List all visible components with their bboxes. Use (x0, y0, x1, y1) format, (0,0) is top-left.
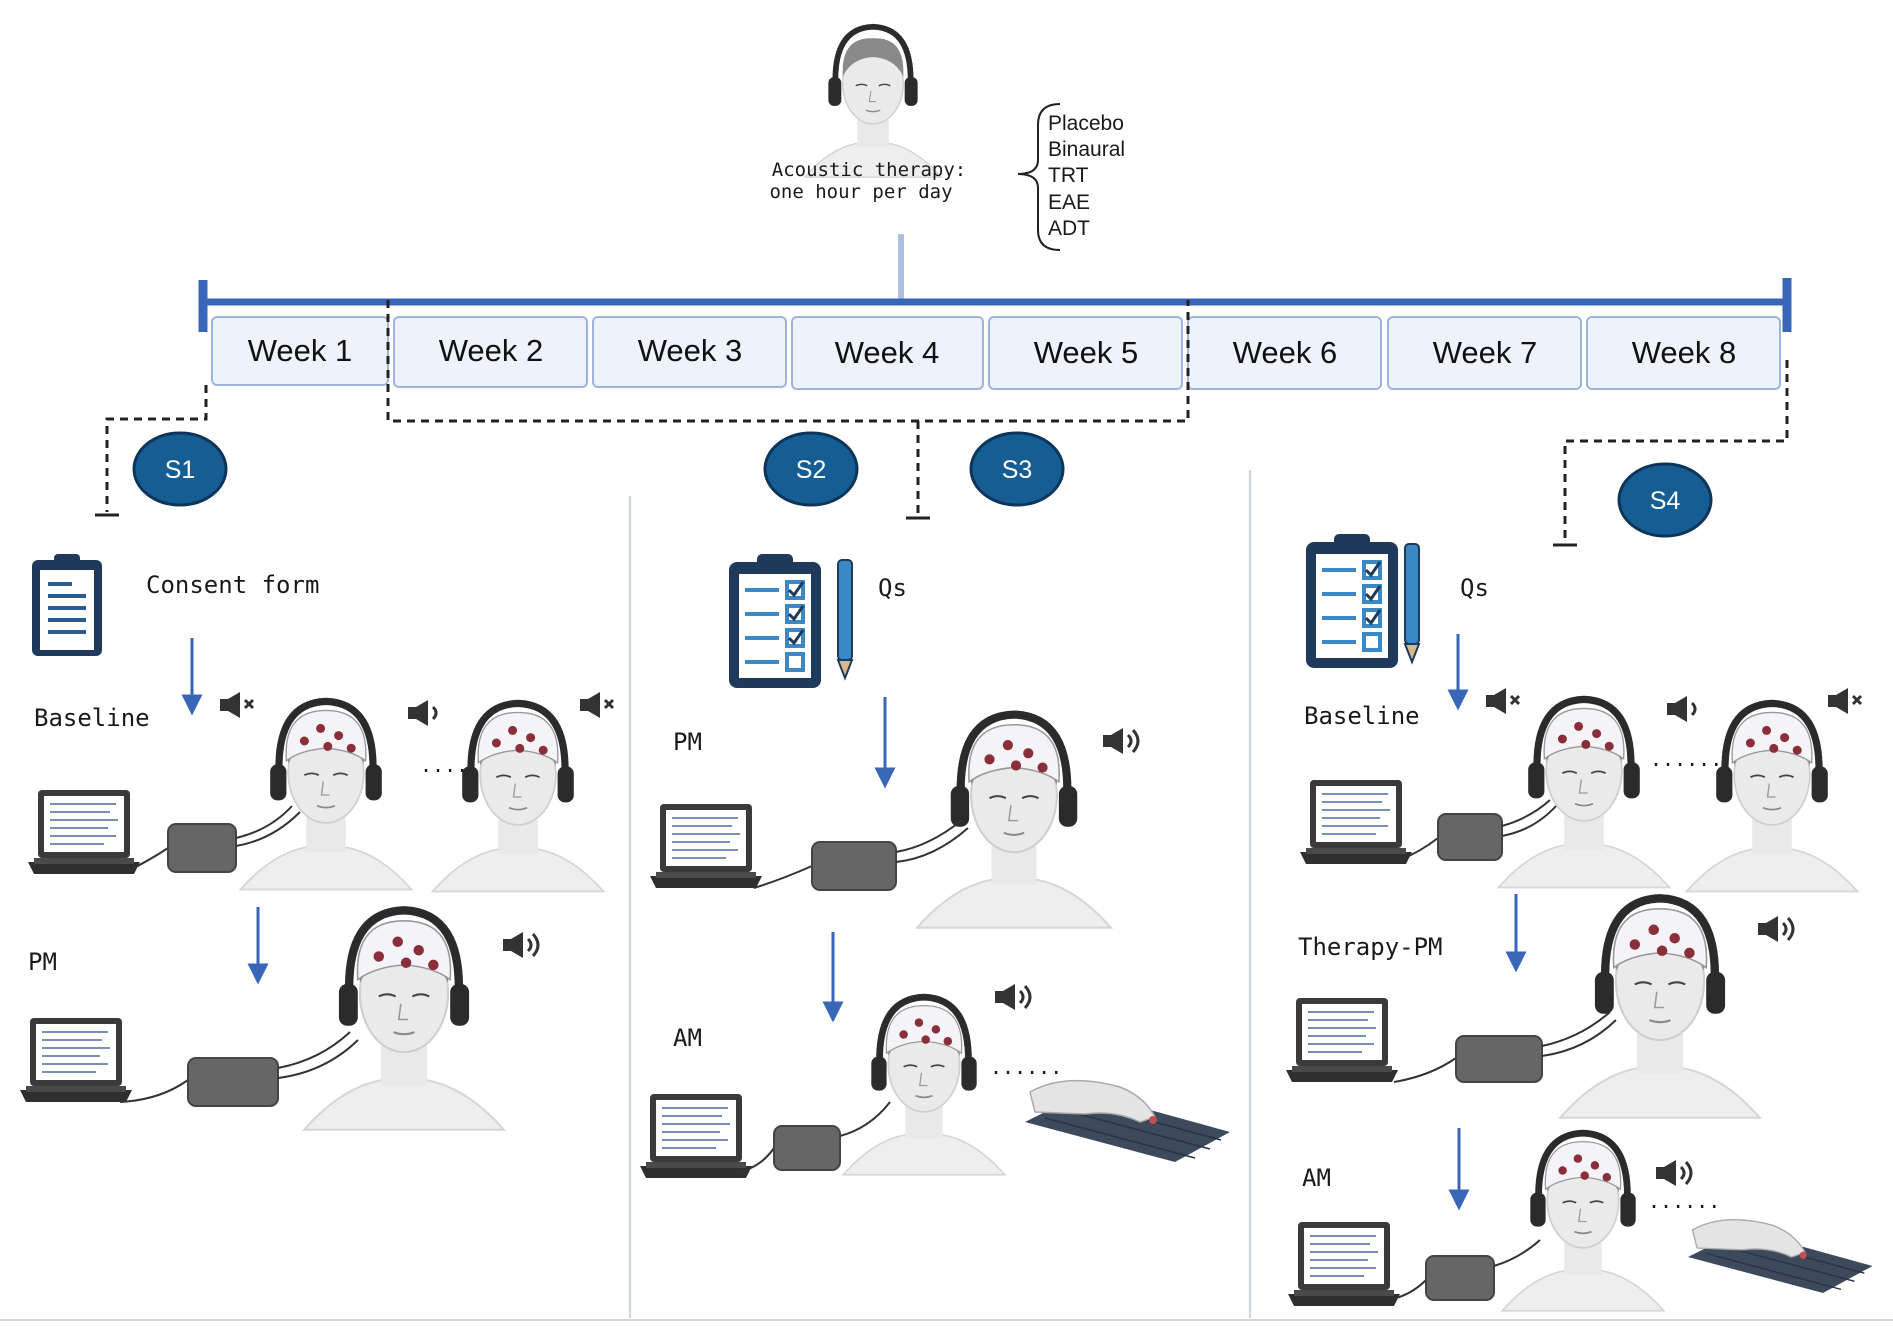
baseline-label-s1: Baseline (34, 704, 150, 732)
speaker-muted-icon (1486, 688, 1519, 714)
session-s3-label: S3 (1002, 456, 1033, 484)
clipboard-icon (30, 552, 104, 658)
week-3-box: Week 3 (592, 316, 787, 388)
session-badge-s1: S1 (132, 431, 228, 507)
week-5-box: Week 5 (988, 316, 1183, 390)
laptop-icon (1285, 997, 1399, 1083)
week-1-label: Week 1 (248, 333, 353, 368)
eeg-amplifier-icon (187, 1057, 279, 1107)
hand-on-keyboard-icon (1687, 1219, 1874, 1294)
week-8-box: Week 8 (1586, 316, 1781, 390)
laptop-icon (1287, 1221, 1401, 1307)
consent-form-label: Consent form (146, 571, 319, 599)
week-7-label: Week 7 (1433, 335, 1538, 370)
pm-label-s2: PM (673, 728, 702, 756)
speaker-muted-icon (580, 692, 613, 718)
eeg-amplifier-icon (773, 1125, 841, 1171)
header-participant (805, 27, 942, 177)
panel-s4: Qs Baseline ...... Therapy-PM AM ...... (1285, 532, 1874, 1311)
week-8-label: Week 8 (1632, 335, 1737, 370)
s4-connector (1563, 360, 1789, 542)
week-2-label: Week 2 (439, 333, 544, 368)
speaker-muted-icon (220, 692, 253, 718)
session-badge-s3: S3 (969, 431, 1065, 507)
eeg-amplifier-icon (811, 841, 897, 891)
am-label-s2: AM (673, 1024, 702, 1052)
eeg-amplifier-icon (1425, 1255, 1495, 1301)
laptop-icon (649, 803, 763, 889)
speaker-on-icon (1103, 728, 1138, 754)
week-1-box: Week 1 (211, 316, 389, 386)
timeline: Week 1 Week 2 Week 3 Week 4 Week 5 Week … (198, 234, 1792, 390)
therapy-option-placebo: Placebo (1048, 112, 1124, 135)
therapy-options-brace (1017, 103, 1061, 251)
therapy-line-2: one hour per day (769, 181, 952, 203)
am-label-s4: AM (1302, 1164, 1331, 1192)
hand-on-keyboard-icon (1024, 1079, 1231, 1163)
week-5-label: Week 5 (1034, 335, 1139, 370)
week-2-box: Week 2 (393, 316, 588, 388)
session-badge-s4: S4 (1617, 462, 1713, 538)
session-s2-label: S2 (796, 456, 827, 484)
week-4-label: Week 4 (835, 335, 940, 370)
pencil-icon (1404, 543, 1420, 663)
am-dots-s4: ...... (1648, 1189, 1720, 1213)
therapy-option-adt: ADT (1048, 217, 1090, 240)
session-s4-label: S4 (1650, 487, 1681, 515)
qs-label-s4: Qs (1460, 574, 1489, 602)
checklist-clipboard-icon (727, 552, 823, 690)
session-s1-label: S1 (165, 456, 196, 484)
laptop-icon (639, 1093, 753, 1179)
week-4-box: Week 4 (791, 316, 984, 390)
week-6-label: Week 6 (1233, 335, 1338, 370)
speaker-on-icon (1656, 1160, 1691, 1186)
speaker-muted-icon (1828, 688, 1861, 714)
connector-end-caps (95, 513, 1577, 547)
speaker-on-icon (503, 932, 538, 958)
baseline-label-s4: Baseline (1304, 702, 1420, 730)
therapy-option-eae: EAE (1048, 191, 1090, 214)
therapy-options: Placebo Binaural TRT EAE ADT (1048, 112, 1125, 240)
therapy-option-binaural: Binaural (1048, 138, 1125, 161)
s1-connector (105, 385, 208, 512)
speaker-on-icon (1758, 916, 1793, 942)
eeg-amplifier-icon (1437, 813, 1503, 861)
session-badge-s2: S2 (763, 431, 859, 507)
qs-label-s2: Qs (878, 574, 907, 602)
laptop-icon (19, 1017, 133, 1103)
week-6-box: Week 6 (1187, 316, 1382, 390)
checklist-clipboard-icon (1304, 532, 1400, 670)
eeg-amplifier-icon (167, 823, 237, 873)
s2-s3-bracket (386, 300, 1190, 423)
week-3-label: Week 3 (638, 333, 743, 368)
panel-s1: Consent form Baseline ...... PM (19, 552, 613, 1130)
week-7-box: Week 7 (1387, 316, 1582, 390)
speaker-low-icon (1667, 696, 1695, 722)
eeg-amplifier-icon (1455, 1035, 1543, 1083)
therapy-line-1: Acoustic therapy: (772, 159, 966, 181)
speaker-on-icon (995, 984, 1030, 1010)
therapy-option-trt: TRT (1048, 164, 1089, 187)
pencil-icon (837, 559, 853, 679)
am-dots-s2: ...... (990, 1055, 1062, 1079)
pm-label-s1: PM (28, 948, 57, 976)
speaker-low-icon (408, 700, 436, 726)
session-connectors (105, 300, 1789, 542)
laptop-icon (1299, 779, 1413, 865)
therapy-pm-label: Therapy-PM (1298, 933, 1443, 961)
laptop-icon (27, 789, 141, 875)
baseline-dots-s4: ...... (1650, 747, 1722, 771)
panel-s2-s3: Qs PM AM ...... (639, 552, 1231, 1179)
